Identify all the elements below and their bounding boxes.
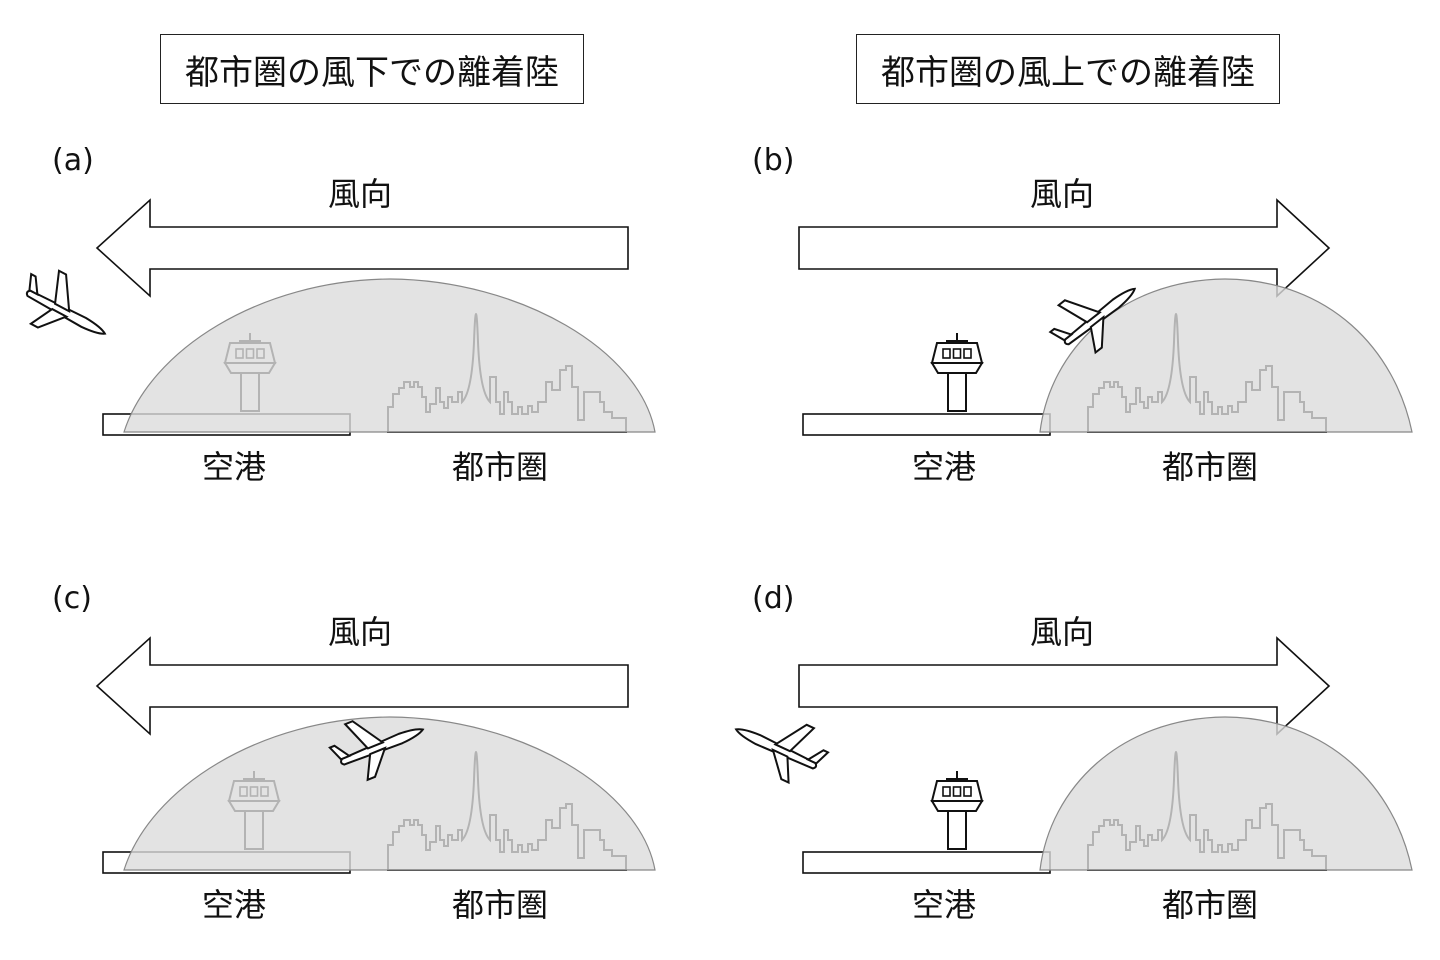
airport-label: 空港 — [912, 448, 976, 486]
panel-letter: (b) — [752, 143, 794, 178]
heat-plume — [123, 716, 656, 871]
wind-label: 風向 — [328, 175, 392, 213]
wind-label: 風向 — [1030, 175, 1094, 213]
panel-letter: (c) — [52, 581, 92, 616]
header-upwind: 都市圏の風上での離着陸 — [856, 34, 1280, 104]
airplane-icon — [724, 697, 836, 794]
wind-label: 風向 — [328, 613, 392, 651]
heat-plume — [1039, 716, 1413, 871]
panel-a: (a) 風向 空港 都市圏 — [9, 143, 656, 486]
panel-c: (c) 風向 空港 都市圏 — [52, 581, 656, 924]
city-label: 都市圏 — [452, 448, 548, 486]
airport-runway — [802, 851, 1051, 874]
airport-runway — [802, 413, 1051, 436]
panel-b: (b) 風向 空港 都市圏 — [752, 143, 1413, 486]
control-tower-icon — [931, 332, 983, 412]
airport-label: 空港 — [202, 886, 266, 924]
airport-label: 空港 — [202, 448, 266, 486]
panel-letter: (d) — [752, 581, 794, 616]
city-label: 都市圏 — [1162, 448, 1258, 486]
heat-plume — [123, 278, 656, 433]
airport-label: 空港 — [912, 886, 976, 924]
city-label: 都市圏 — [452, 886, 548, 924]
panel-letter: (a) — [52, 143, 94, 178]
city-label: 都市圏 — [1162, 886, 1258, 924]
wind-label: 風向 — [1030, 613, 1094, 651]
control-tower-icon — [931, 770, 983, 850]
airplane-icon — [9, 258, 122, 358]
heat-plume — [1039, 278, 1413, 433]
panel-d: (d) 風向 空港 都市圏 — [724, 581, 1413, 924]
header-downwind: 都市圏の風下での離着陸 — [160, 34, 584, 104]
